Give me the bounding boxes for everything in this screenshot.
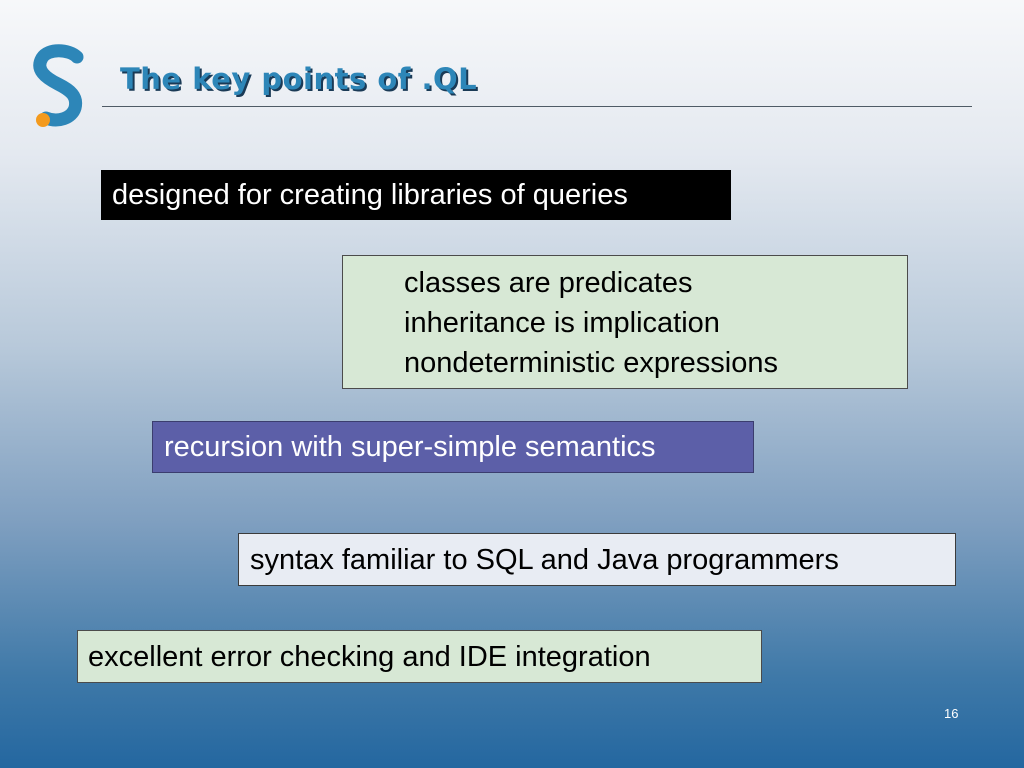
point-classes-box: classes are predicates inheritance is im… xyxy=(342,255,908,389)
point-syntax: syntax familiar to SQL and Java programm… xyxy=(238,533,956,586)
page-title: The key points of .QL xyxy=(120,62,478,96)
point-classes-item: nondeterministic expressions xyxy=(404,347,778,379)
point-classes-item: classes are predicates xyxy=(404,267,693,299)
point-recursion: recursion with super-simple semantics xyxy=(152,421,754,473)
point-classes-item: inheritance is implication xyxy=(404,307,720,339)
s-logo-icon xyxy=(33,44,84,127)
point-ide: excellent error checking and IDE integra… xyxy=(77,630,762,683)
page-number: 16 xyxy=(944,706,959,721)
point-libraries: designed for creating libraries of queri… xyxy=(101,170,731,220)
title-divider xyxy=(102,106,972,107)
